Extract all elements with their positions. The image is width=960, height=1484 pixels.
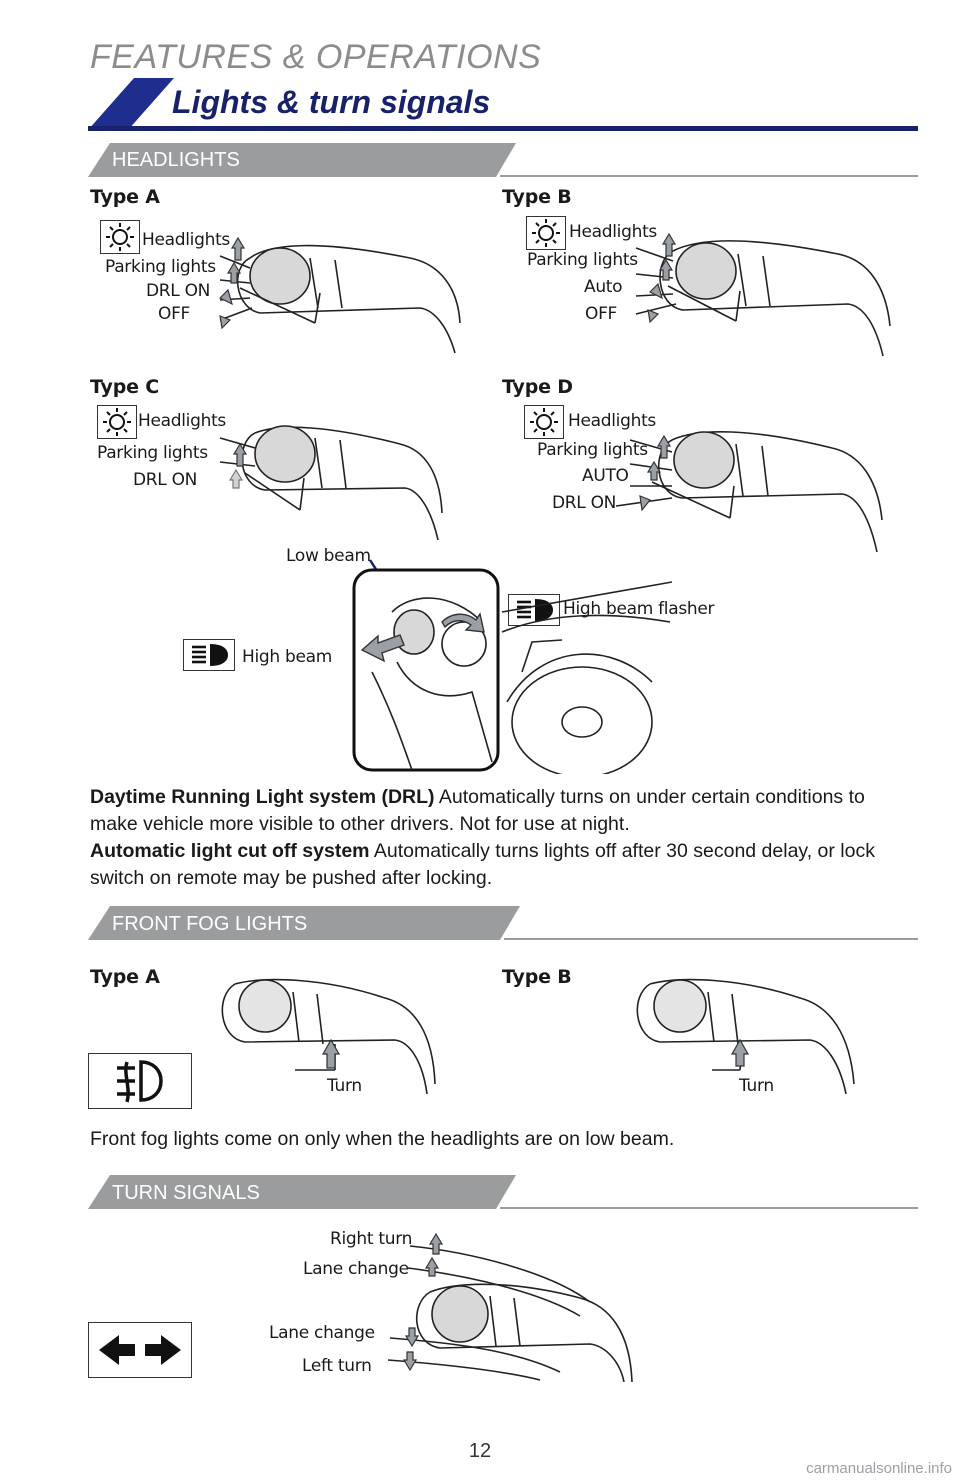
headlights-icon <box>97 405 137 439</box>
fog-type-a-label: Type A <box>90 966 160 988</box>
type-c-label: Type C <box>90 376 159 398</box>
type-b-off: OFF <box>585 304 618 324</box>
high-beam-icon <box>183 639 235 671</box>
turn-signal-icon <box>88 1322 192 1378</box>
type-d-headlights: Headlights <box>568 411 656 431</box>
turn-heading-rule <box>500 1207 918 1209</box>
lane-change-up-label: Lane change <box>303 1259 409 1279</box>
cutoff-text: Automatically turns lights off after 30 … <box>90 840 875 889</box>
headlights-icon <box>100 220 140 254</box>
type-a-stalk-illustration <box>218 236 461 354</box>
fog-type-b-stalk-illustration <box>636 978 855 1095</box>
type-c-parking-lights: Parking lights <box>97 443 208 463</box>
cutoff-title: Automatic light cut off system <box>90 840 370 862</box>
type-d-auto: AUTO <box>582 466 629 486</box>
high-beam-flasher-label: High beam flasher <box>563 599 715 619</box>
high-beam-label: High beam <box>242 647 333 667</box>
fog-heading: FRONT FOG LIGHTS <box>112 913 308 935</box>
type-a-headlights: Headlights <box>142 230 230 250</box>
section-title: FEATURES & OPERATIONS <box>90 38 542 76</box>
drl-title: Daytime Running Light system (DRL) <box>90 786 435 808</box>
type-a-label: Type A <box>90 186 160 208</box>
headlights-icon <box>526 216 566 250</box>
banner-title: Lights & turn signals <box>172 84 491 120</box>
page-number: 12 <box>468 1440 492 1462</box>
turn-heading-bar <box>88 1175 516 1209</box>
type-c-drl-on: DRL ON <box>133 470 198 490</box>
type-d-label: Type D <box>502 376 573 398</box>
low-beam-label: Low beam <box>286 546 371 566</box>
type-c-headlights: Headlights <box>138 411 226 431</box>
type-a-drl-on: DRL ON <box>146 281 211 301</box>
headlights-icon <box>524 405 564 439</box>
left-turn-label: Left turn <box>302 1356 372 1376</box>
beam-stalk-illustration <box>352 559 672 774</box>
fog-type-b-label: Type B <box>502 966 572 988</box>
type-b-auto: Auto <box>584 277 623 297</box>
type-a-parking-lights: Parking lights <box>105 257 216 277</box>
fog-type-a-stalk-illustration <box>221 978 436 1095</box>
drl-text: Automatically turns on under certain con… <box>90 786 865 835</box>
fog-heading-rule <box>504 938 918 940</box>
watermark: carmanualsonline.info <box>806 1460 952 1477</box>
type-a-off: OFF <box>158 304 191 324</box>
right-turn-label: Right turn <box>330 1229 413 1249</box>
lane-change-down-label: Lane change <box>269 1323 375 1343</box>
fog-note: Front fog lights come on only when the h… <box>90 1128 675 1150</box>
fog-light-icon <box>88 1053 192 1109</box>
type-b-stalk-illustration <box>635 232 891 357</box>
drl-paragraph: Daytime Running Light system (DRL) Autom… <box>90 784 910 892</box>
turn-signal-stalk-illustration <box>387 1232 633 1382</box>
title-banner <box>88 78 918 131</box>
type-b-label: Type B <box>502 186 572 208</box>
headlights-heading-rule <box>500 175 918 177</box>
type-d-stalk-illustration <box>615 431 883 553</box>
fog-type-a-turn: Turn <box>327 1076 362 1096</box>
fog-heading-bar <box>88 906 520 940</box>
type-b-parking-lights: Parking lights <box>527 250 638 270</box>
type-c-stalk-illustration <box>219 425 443 541</box>
headlights-heading: HEADLIGHTS <box>112 149 240 171</box>
turn-heading: TURN SIGNALS <box>112 1182 260 1204</box>
type-d-parking-lights: Parking lights <box>537 440 648 460</box>
headlights-heading-bar <box>88 143 516 177</box>
type-b-headlights: Headlights <box>569 222 657 242</box>
fog-type-b-turn: Turn <box>739 1076 774 1096</box>
type-d-drl-on: DRL ON <box>552 493 617 513</box>
